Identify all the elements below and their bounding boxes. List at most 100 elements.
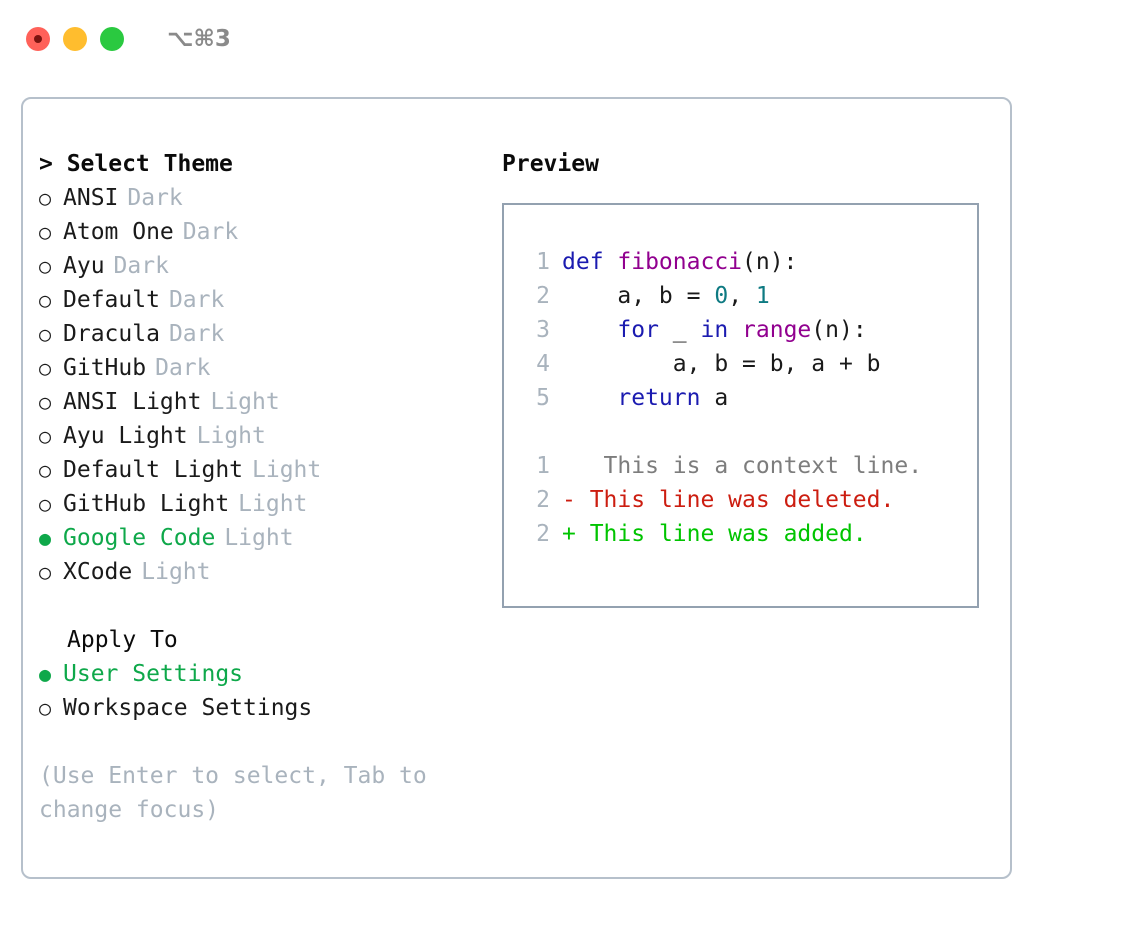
preview-box: 1 def fibonacci(n): 2 a, b = 0, 1 3 for … bbox=[502, 203, 979, 608]
theme-option-label: Dracula bbox=[63, 321, 160, 347]
theme-option-github-light[interactable]: ○ GitHub Light Light bbox=[39, 487, 479, 521]
theme-option-tag: Light bbox=[238, 491, 308, 517]
preview-column: Preview 1 def fibonacci(n): 2 a, b = 0, … bbox=[502, 147, 992, 608]
theme-option-label: GitHub Light bbox=[63, 491, 230, 517]
theme-option-tag: Dark bbox=[182, 219, 239, 245]
diff-line-context: 1 This is a context line. bbox=[504, 449, 977, 483]
apply-to-option-workspace-settings[interactable]: ○ Workspace Settings bbox=[39, 691, 479, 725]
line-number: 1 bbox=[536, 249, 550, 275]
theme-option-tag: Light bbox=[141, 559, 211, 585]
theme-option-ayu-light[interactable]: ○ Ayu Light Light bbox=[39, 419, 479, 453]
theme-option-atom-one-dark[interactable]: ○ Atom One Dark bbox=[39, 215, 479, 249]
code-line: 2 a, b = 0, 1 bbox=[504, 279, 977, 313]
line-number: 3 bbox=[536, 317, 550, 343]
theme-option-label: ANSI Light bbox=[63, 389, 202, 415]
theme-option-label: Ayu Light bbox=[63, 423, 188, 449]
theme-option-tag: Dark bbox=[168, 321, 225, 347]
line-number: 4 bbox=[536, 351, 550, 377]
apply-to-option-label: User Settings bbox=[63, 661, 244, 687]
code-token: a bbox=[700, 385, 729, 411]
code-token: for bbox=[617, 317, 659, 343]
code-token bbox=[562, 317, 617, 343]
radio-icon: ○ bbox=[39, 492, 52, 516]
theme-option-ansi-light[interactable]: ○ ANSI Light Light bbox=[39, 385, 479, 419]
code-line: 4 a, b = b, a + b bbox=[504, 347, 977, 381]
theme-option-google-code-light[interactable]: ● Google Code Light bbox=[39, 521, 479, 555]
theme-option-ansi-dark[interactable]: ○ ANSI Dark bbox=[39, 181, 479, 215]
line-number: 2 bbox=[536, 487, 550, 513]
theme-option-ayu-dark[interactable]: ○ Ayu Dark bbox=[39, 249, 479, 283]
code-content: def fibonacci(n): bbox=[562, 245, 797, 279]
code-line: 3 for _ in range(n): bbox=[504, 313, 977, 347]
theme-option-tag: Dark bbox=[127, 185, 183, 211]
code-content: a, b = b, a + b bbox=[562, 347, 881, 381]
keyboard-hint-text: (Use Enter to select, Tab to change focu… bbox=[39, 763, 441, 823]
diff-content: This line was deleted. bbox=[575, 487, 895, 513]
theme-option-label: Google Code bbox=[63, 525, 216, 551]
theme-option-label: XCode bbox=[63, 559, 133, 585]
theme-option-tag: Light bbox=[210, 389, 280, 415]
title-bar: ⌥⌘3 bbox=[0, 0, 1140, 78]
code-token: _ bbox=[658, 317, 701, 343]
theme-option-xcode-light[interactable]: ○ XCode Light bbox=[39, 555, 479, 589]
radio-icon: ○ bbox=[39, 322, 52, 346]
theme-option-tag: Dark bbox=[155, 355, 211, 381]
line-number: 1 bbox=[536, 453, 550, 479]
theme-option-dracula-dark[interactable]: ○ Dracula Dark bbox=[39, 317, 479, 351]
apply-to-header: Apply To bbox=[67, 627, 178, 653]
radio-selected-icon: ● bbox=[39, 526, 52, 550]
theme-option-default-dark[interactable]: ○ Default Dark bbox=[39, 283, 479, 317]
code-line: 5 return a bbox=[504, 381, 977, 415]
traffic-light-buttons bbox=[26, 27, 124, 51]
code-content: a, b = 0, 1 bbox=[562, 279, 770, 313]
code-token bbox=[562, 385, 617, 411]
radio-icon: ○ bbox=[39, 220, 52, 244]
line-number: 5 bbox=[536, 385, 550, 411]
code-token: (n): bbox=[742, 249, 798, 275]
theme-option-label: Default bbox=[63, 287, 160, 313]
code-token: fibonacci bbox=[617, 249, 743, 275]
diff-marker: - bbox=[562, 487, 576, 513]
code-token: , bbox=[728, 283, 756, 309]
radio-icon: ○ bbox=[39, 560, 52, 584]
theme-option-tag: Dark bbox=[113, 253, 169, 279]
code-token: (n): bbox=[811, 317, 867, 343]
theme-option-label: GitHub bbox=[63, 355, 147, 381]
diff-marker: + bbox=[562, 521, 576, 547]
theme-option-tag: Light bbox=[224, 525, 294, 551]
apply-to-option-user-settings[interactable]: ● User Settings bbox=[39, 657, 479, 691]
code-token: def bbox=[562, 249, 618, 275]
theme-option-label: ANSI bbox=[63, 185, 119, 211]
diff-line-deleted: 2 - This line was deleted. bbox=[504, 483, 977, 517]
keyboard-shortcut-label: ⌥⌘3 bbox=[167, 26, 231, 52]
code-token: 0 bbox=[714, 283, 729, 309]
diff-content: This is a context line. bbox=[575, 453, 923, 479]
code-token: return bbox=[617, 385, 701, 411]
diff-line-added: 2 + This line was added. bbox=[504, 517, 977, 551]
radio-icon: ○ bbox=[39, 254, 52, 278]
radio-icon: ○ bbox=[39, 696, 52, 720]
minimize-window-button[interactable] bbox=[63, 27, 87, 51]
diff-marker bbox=[562, 449, 576, 483]
radio-icon: ○ bbox=[39, 356, 52, 380]
radio-icon: ○ bbox=[39, 458, 52, 482]
theme-option-list: ○ ANSI Dark ○ Atom One Dark ○ Ayu Dark bbox=[39, 181, 479, 589]
code-token: 1 bbox=[755, 283, 770, 309]
radio-icon: ○ bbox=[39, 390, 52, 414]
radio-icon: ○ bbox=[39, 288, 52, 312]
theme-option-github-dark[interactable]: ○ GitHub Dark bbox=[39, 351, 479, 385]
close-window-button[interactable] bbox=[26, 27, 50, 51]
maximize-window-button[interactable] bbox=[100, 27, 124, 51]
code-line: 1 def fibonacci(n): bbox=[504, 245, 977, 279]
code-token: range bbox=[742, 317, 812, 343]
apply-to-option-label: Workspace Settings bbox=[63, 695, 313, 721]
line-number: 2 bbox=[536, 283, 550, 309]
preview-title: Preview bbox=[502, 151, 599, 177]
close-icon bbox=[34, 35, 42, 43]
code-content: return a bbox=[562, 381, 728, 415]
theme-option-tag: Light bbox=[252, 457, 322, 483]
panel-columns: > Select Theme ○ ANSI Dark ○ Atom One Da… bbox=[23, 99, 1010, 877]
theme-option-default-light[interactable]: ○ Default Light Light bbox=[39, 453, 479, 487]
theme-option-label: Atom One bbox=[63, 219, 174, 245]
